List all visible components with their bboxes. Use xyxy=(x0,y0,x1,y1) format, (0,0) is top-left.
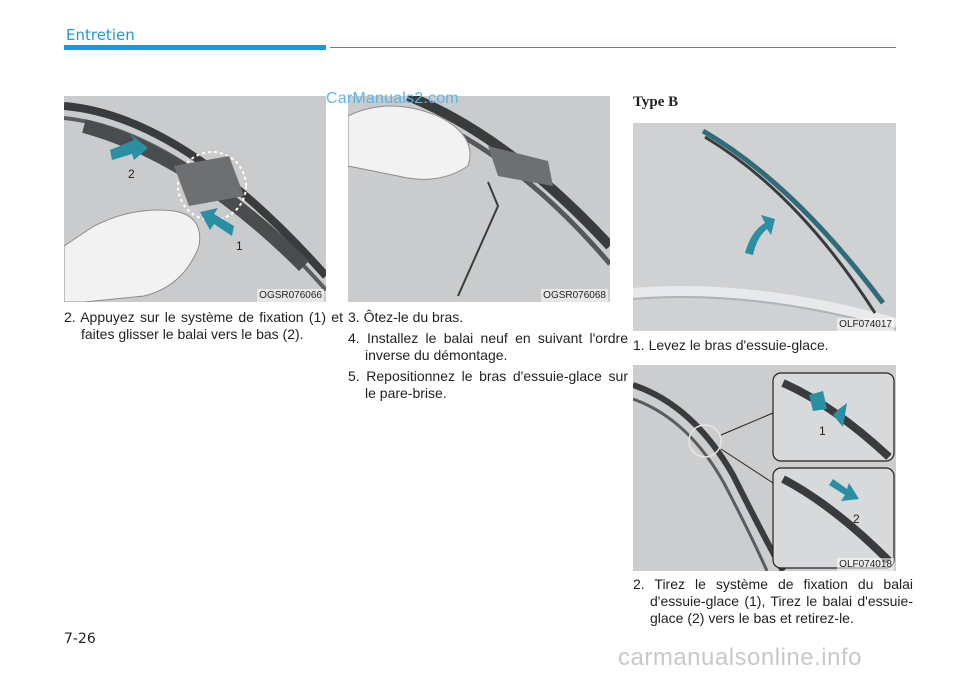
figure-code: OGSR076066 xyxy=(257,289,324,302)
callout-1: 1 xyxy=(819,424,826,438)
figure-olf074018: 1 2 OLF074018 xyxy=(633,365,896,571)
callout-2: 2 xyxy=(853,512,860,526)
wiper-release-illustration: 2 1 xyxy=(64,96,326,302)
step-4: 4. Installez le balai neuf en suivant l'… xyxy=(348,330,628,363)
step-2: 2. Appuyez sur le système de fixation (1… xyxy=(64,309,343,342)
footer-watermark: carmanualsonline.info xyxy=(618,644,862,671)
section-title: Entretien xyxy=(66,26,135,44)
figure-code: OLF074018 xyxy=(837,558,894,571)
type-b-step-1: 1. Levez le bras d'essuie-glace. xyxy=(633,337,829,353)
page-number: 7-26 xyxy=(64,631,96,647)
step-3: 3. Ôtez-le du bras. xyxy=(348,309,464,325)
figure-olf074017: OLF074017 xyxy=(633,123,896,331)
header-rule-thin xyxy=(330,47,896,48)
step-5: 5. Repositionnez le bras d'essuie-glace … xyxy=(348,368,628,401)
figure-ogsr076068: OGSR076068 xyxy=(348,96,610,302)
wiper-arm-raised-illustration xyxy=(633,123,896,331)
subheading-type-b: Type B xyxy=(633,94,679,110)
type-b-step-2: 2. Tirez le système de fixation du balai… xyxy=(633,576,913,626)
callout-1: 1 xyxy=(236,239,243,253)
type-b-release-illustration: 1 2 xyxy=(633,365,896,571)
figure-code: OLF074017 xyxy=(837,318,894,331)
figure-ogsr076066: 2 1 OGSR076066 xyxy=(64,96,326,302)
watermark: CarManuals2.com xyxy=(326,90,459,107)
callout-2: 2 xyxy=(128,167,135,181)
figure-code: OGSR076068 xyxy=(541,289,608,302)
blade-removed-illustration xyxy=(348,96,610,302)
header-rule-thick xyxy=(64,45,326,50)
